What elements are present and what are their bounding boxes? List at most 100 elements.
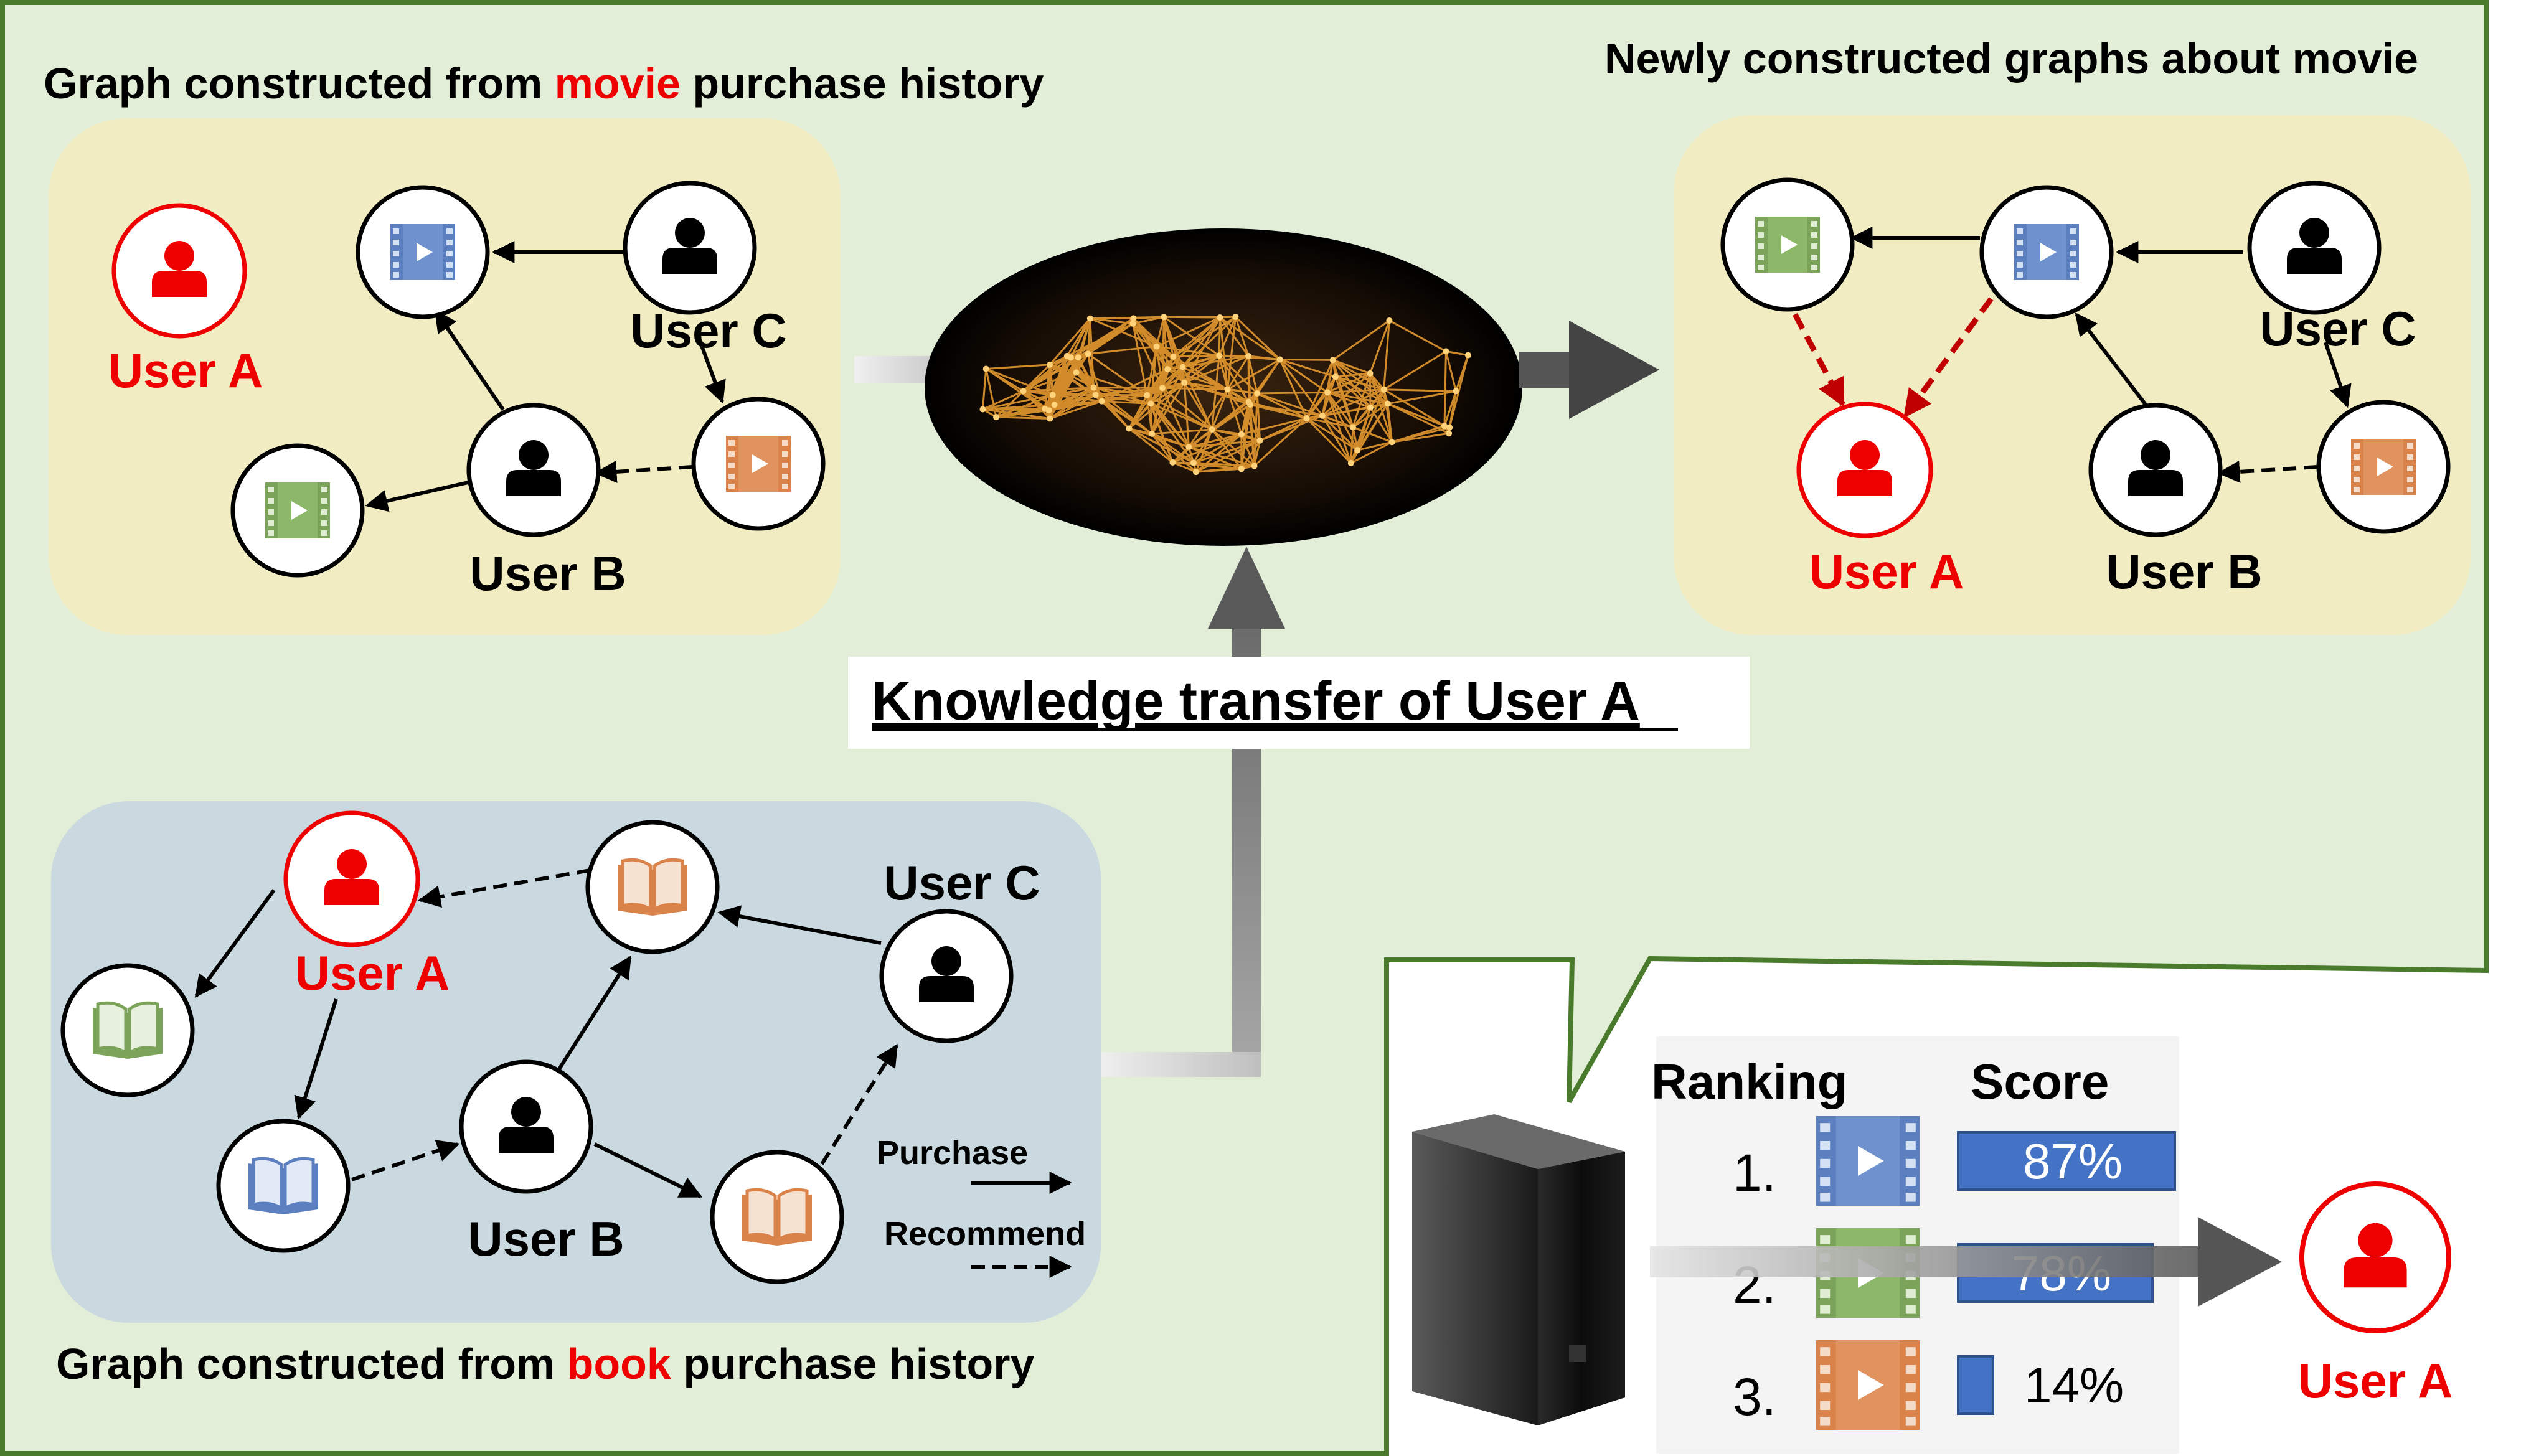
network-node — [1098, 398, 1105, 405]
movie-user-c-label: User C — [630, 303, 786, 358]
network-link — [1070, 317, 1134, 359]
network-node — [1047, 415, 1053, 422]
network-link — [1219, 317, 1250, 357]
network-link — [1162, 382, 1185, 389]
network-link — [1445, 351, 1457, 392]
network-node — [1130, 315, 1137, 322]
network-link — [1211, 389, 1229, 430]
network-link — [1219, 316, 1281, 360]
network-link — [1189, 446, 1255, 467]
network-link — [1151, 433, 1189, 448]
network-link — [1446, 350, 1469, 357]
network-node — [1075, 354, 1081, 361]
network-link — [1162, 387, 1228, 391]
network-link — [1049, 400, 1103, 420]
legend-purchase-label: Purchase — [877, 1134, 1028, 1172]
network-link — [1306, 392, 1329, 419]
network-node — [1063, 352, 1070, 359]
book-user-c-label: User C — [884, 855, 1040, 910]
network-link — [1350, 441, 1393, 464]
network-link — [1132, 323, 1148, 396]
network-link — [1052, 355, 1068, 395]
network-link — [982, 390, 1024, 410]
network-link — [1253, 417, 1308, 467]
network-link — [1189, 439, 1260, 448]
ranking-user-a-node — [2299, 1181, 2451, 1333]
new-blue-film-node — [1979, 185, 2114, 319]
network-link — [1149, 403, 1153, 434]
network-node — [1181, 379, 1188, 386]
network-node — [1354, 447, 1361, 454]
network-link — [1248, 355, 1280, 360]
movie-graph-title: Graph constructed from movie purchase hi… — [44, 59, 1044, 108]
score-header: Score — [1971, 1054, 2109, 1109]
network-link — [1326, 392, 1359, 451]
network-link — [1235, 316, 1281, 360]
network-link — [1053, 353, 1089, 406]
network-link — [1241, 417, 1307, 436]
network-link — [1352, 426, 1393, 443]
score-value: 14% — [2024, 1358, 2124, 1413]
network-link — [1234, 316, 1250, 357]
network-link — [981, 369, 987, 410]
network-link — [1327, 391, 1371, 409]
network-node — [1045, 407, 1052, 414]
network-node — [1329, 357, 1336, 364]
network-node — [1332, 373, 1339, 380]
network-link — [1326, 360, 1334, 393]
network-link — [1161, 387, 1190, 448]
movie-green-film-node — [230, 443, 365, 578]
network-node — [1251, 463, 1258, 469]
network-link — [1090, 317, 1157, 347]
network-link — [1383, 389, 1393, 443]
network-link — [1184, 382, 1228, 391]
network-link — [1257, 391, 1328, 395]
new-user-b-node — [2088, 403, 2223, 537]
network-node — [1159, 385, 1166, 392]
network-link — [1188, 388, 1228, 448]
new-user-a-node — [1796, 402, 1933, 538]
network-link — [1326, 392, 1352, 464]
network-node — [1217, 314, 1223, 321]
network-link — [1240, 434, 1255, 467]
network-link — [1095, 393, 1151, 405]
new-graph-recommend-edges — [1793, 297, 1994, 418]
network-node — [1170, 353, 1177, 360]
network-link — [1049, 317, 1091, 365]
network-link — [1332, 319, 1390, 361]
network-link — [1184, 355, 1220, 383]
network-link — [1167, 354, 1220, 370]
network-link — [1383, 350, 1447, 390]
network-link — [1369, 388, 1385, 408]
rank-number: 3. — [1733, 1368, 1776, 1426]
network-link — [1387, 403, 1450, 429]
network-link — [1335, 375, 1385, 391]
new-graph-title: Newly constructed graphs about movie — [1604, 34, 2418, 83]
network-link — [1240, 393, 1258, 435]
network-node — [1085, 350, 1091, 357]
score-bar — [1957, 1355, 1994, 1415]
network-link — [1156, 316, 1220, 347]
network-link — [1150, 369, 1169, 405]
knowledge-transfer-label-box — [848, 657, 1750, 749]
network-link — [1150, 403, 1190, 448]
network-node — [1049, 392, 1056, 398]
network-link — [1183, 382, 1190, 448]
ranking-header: Ranking — [1651, 1054, 1848, 1109]
knowledge-transfer-label: Knowledge transfer of User A — [872, 670, 1640, 731]
network-link — [1151, 433, 1174, 463]
network-link — [1189, 433, 1242, 448]
ranking-to-user-arrow — [1650, 1217, 2282, 1307]
network-link — [1387, 403, 1449, 434]
network-node — [1276, 356, 1283, 363]
network-node — [1349, 424, 1356, 431]
network-node — [982, 365, 989, 372]
network-node — [1224, 386, 1231, 393]
network-link — [1163, 316, 1220, 357]
network-link — [1227, 389, 1243, 435]
network-node — [1464, 352, 1471, 359]
network-link — [1156, 345, 1185, 383]
network-node — [1256, 437, 1263, 444]
network-node — [1245, 352, 1252, 359]
network-link — [1128, 403, 1152, 430]
